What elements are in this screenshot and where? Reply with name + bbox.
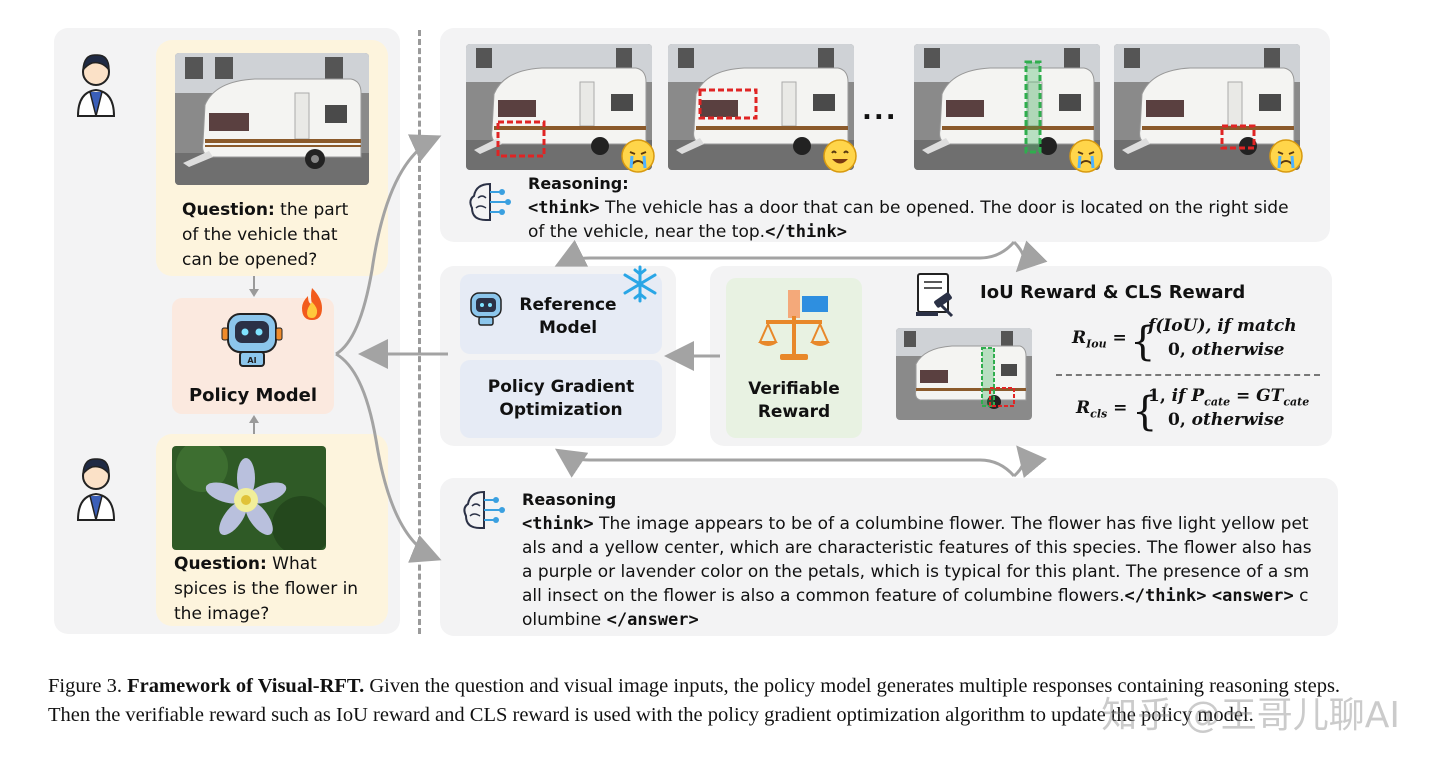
snowflake-icon: [623, 265, 657, 303]
reference-model-label: Reference Model: [519, 295, 617, 338]
arrow-up-icon: [249, 415, 259, 436]
detection-box: [496, 120, 546, 158]
scale-icon: [758, 290, 830, 360]
svg-text:AI: AI: [247, 356, 256, 365]
answer-text: columbine: [522, 586, 1309, 630]
reward-title: IoU Reward & CLS Reward: [980, 282, 1246, 303]
detection-box: [1024, 60, 1042, 154]
ellipsis: ...: [862, 96, 898, 126]
question-vehicle: Question: the part of the vehicle that c…: [182, 198, 368, 273]
watermark: 知乎 @王哥儿聊AI: [1101, 695, 1400, 736]
fire-icon: [302, 288, 322, 320]
brain-icon: [469, 182, 511, 221]
user-avatar-icon: [76, 458, 116, 521]
question-label: Question:: [174, 554, 267, 574]
reasoning-title: Reasoning:: [528, 174, 629, 193]
document-gavel-icon: [916, 273, 954, 318]
policy-gradient-optimization-box: [460, 360, 662, 438]
reasoning-title: Reasoning: [522, 490, 617, 509]
question-text: What spices is the flower in the image?: [174, 554, 359, 624]
answer-close-tag: </answer>: [606, 610, 699, 630]
caravan-thumbnail: [668, 44, 854, 170]
caption-prefix: Figure 3.: [48, 675, 128, 697]
robot-icon: AI: [221, 313, 283, 367]
crying-face-icon: [1269, 139, 1303, 173]
think-close-tag: </think>: [765, 222, 847, 242]
caravan-thumbnail: [1114, 44, 1300, 170]
policy-gradient-optimization-label: Policy Gradient Optimization: [487, 377, 635, 420]
think-open-tag: <think>: [528, 198, 600, 218]
formula-divider: [1056, 374, 1320, 376]
answer-open-tag: <answer>: [1211, 586, 1294, 606]
caption-body: Given the question and visual image inpu…: [48, 675, 1341, 726]
caption-title: Framework of Visual-RFT.: [127, 675, 365, 697]
bottom-panel: [440, 478, 1338, 636]
question-flower: Question: What spices is the flower in t…: [174, 552, 364, 627]
bottom-reasoning: Reasoning <think> The image appears to b…: [522, 488, 1318, 632]
caravan-image: [175, 53, 369, 185]
reasoning-text: The image appears to be of a columbine f…: [522, 514, 1312, 606]
detection-box: [698, 88, 758, 120]
verifiable-reward-label: Verifiable Reward: [748, 379, 840, 422]
dashed-divider: [418, 30, 421, 634]
crying-face-icon: [621, 139, 655, 173]
user-avatar-icon: [76, 54, 116, 117]
top-reasoning: Reasoning: <think> The vehicle has a doo…: [528, 172, 1308, 244]
caravan-reward-image: [896, 328, 1032, 420]
question-label: Question:: [182, 200, 275, 220]
flower-image: [172, 446, 326, 550]
robot-icon: [470, 292, 502, 326]
think-close-tag: </think>: [1124, 586, 1207, 606]
figure-caption: Figure 3. Framework of Visual-RFT. Given…: [48, 672, 1368, 730]
caravan-thumbnail: [466, 44, 652, 170]
think-open-tag: <think>: [522, 514, 594, 534]
brain-icon: [463, 490, 505, 529]
arrow-down-icon: [249, 276, 259, 297]
caravan-thumbnail: [914, 44, 1100, 170]
crying-face-icon: [1069, 139, 1103, 173]
policy-model-label: Policy Model: [188, 385, 318, 406]
flow-arrows: [335, 134, 1048, 563]
reasoning-text: The vehicle has a door that can be opene…: [528, 198, 1289, 242]
happy-face-icon: [823, 139, 857, 173]
question-text: the part of the vehicle that can be open…: [182, 200, 349, 270]
